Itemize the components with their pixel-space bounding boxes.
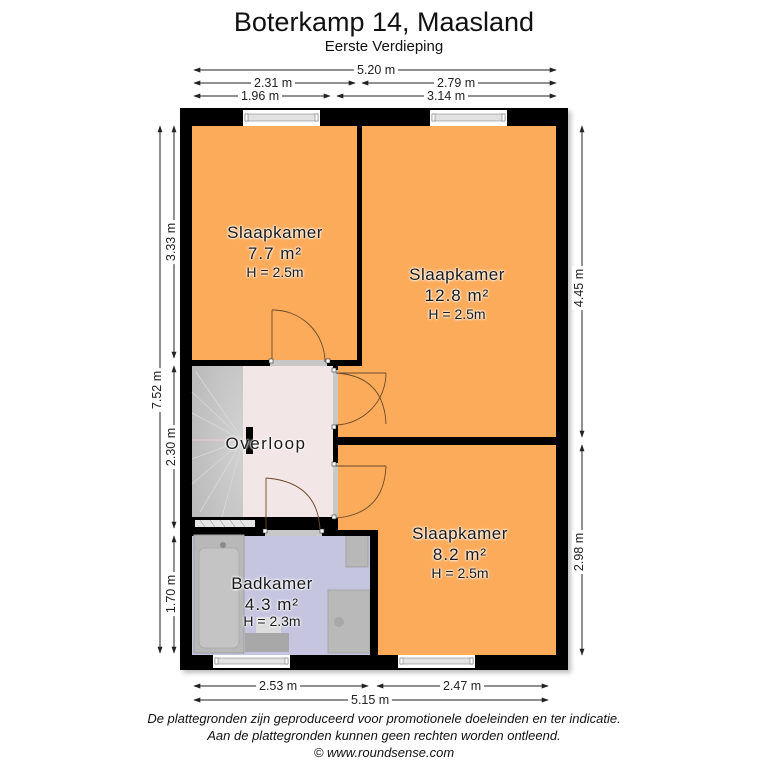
room-label-slaapkamer-3: Slaapkamer 8.2 m² H = 2.5m bbox=[390, 523, 530, 582]
room-name: Slaapkamer bbox=[412, 524, 508, 543]
dim-top-row3-left: 1.96 m bbox=[238, 89, 283, 103]
room-label-slaapkamer-1: Slaapkamer 7.7 m² H = 2.5m bbox=[205, 222, 345, 281]
shower-drain bbox=[334, 617, 344, 627]
room-label-overloop: Overloop bbox=[206, 433, 326, 454]
windows bbox=[213, 110, 507, 668]
room-slaapkamer-1-fill bbox=[192, 126, 357, 360]
room-name: Slaapkamer bbox=[227, 223, 323, 242]
dim-bottom-right: 2.47 m bbox=[440, 679, 485, 693]
sink bbox=[345, 534, 369, 568]
room-label-slaapkamer-2: Slaapkamer 12.8 m² H = 2.5m bbox=[387, 264, 527, 323]
dim-bottom-total: 5.15 m bbox=[348, 693, 393, 707]
room-slaapkamer-2-fill bbox=[362, 126, 556, 437]
room-name: Overloop bbox=[225, 434, 307, 453]
dim-left-middle: 2.30 m bbox=[164, 424, 179, 470]
dim-bottom-left: 2.53 m bbox=[256, 679, 301, 693]
room-height: H = 2.5m bbox=[428, 306, 486, 322]
room-area: 7.7 m² bbox=[247, 244, 303, 263]
bathtub-basin bbox=[198, 547, 240, 649]
dim-top-row3-right: 3.14 m bbox=[424, 89, 469, 103]
dim-right-lower: 2.98 m bbox=[572, 529, 587, 575]
toilet bbox=[256, 617, 281, 633]
copyright: © www.roundsense.com bbox=[313, 745, 455, 760]
bathtub-tap bbox=[220, 542, 226, 548]
toilet-cistern bbox=[245, 633, 289, 652]
room-height: H = 2.3m bbox=[243, 613, 301, 629]
room-area: 12.8 m² bbox=[424, 286, 490, 305]
dim-left-total: 7.52 m bbox=[150, 367, 165, 413]
room-area: 4.3 m² bbox=[244, 595, 300, 614]
floor-subtitle: Eerste Verdieping bbox=[324, 38, 444, 55]
dim-top-row2-right: 2.79 m bbox=[434, 76, 479, 90]
room-area: 8.2 m² bbox=[432, 545, 488, 564]
stair-step-hatching bbox=[199, 519, 246, 528]
doors bbox=[265, 309, 387, 536]
stairs bbox=[192, 366, 243, 517]
disclaimer-line-1: De plattegronden zijn geproduceerd voor … bbox=[147, 711, 621, 726]
column bbox=[246, 427, 253, 454]
room-height: H = 2.5m bbox=[431, 565, 489, 581]
dim-right-upper: 4.45 m bbox=[572, 265, 587, 311]
room-name: Badkamer bbox=[231, 574, 313, 593]
room-name: Slaapkamer bbox=[409, 265, 505, 284]
room-height: H = 2.5m bbox=[246, 264, 304, 280]
dim-left-upper: 3.33 m bbox=[164, 219, 179, 265]
dim-top-row2-left: 2.31 m bbox=[251, 76, 296, 90]
room-slaapkamer-2-lower-fill bbox=[338, 366, 362, 437]
room-label-badkamer: Badkamer 4.3 m² H = 2.3m bbox=[212, 573, 332, 630]
door-hinges bbox=[262, 358, 337, 534]
plan-title: Boterkamp 14, Maasland bbox=[233, 7, 535, 37]
dim-left-lower: 1.70 m bbox=[164, 571, 179, 617]
dim-top-total: 5.20 m bbox=[354, 63, 399, 77]
stair-treads bbox=[191, 371, 244, 518]
disclaimer-line-2: Aan de plattegronden kunnen geen rechten… bbox=[207, 728, 561, 743]
stair-landing-step bbox=[195, 520, 255, 527]
